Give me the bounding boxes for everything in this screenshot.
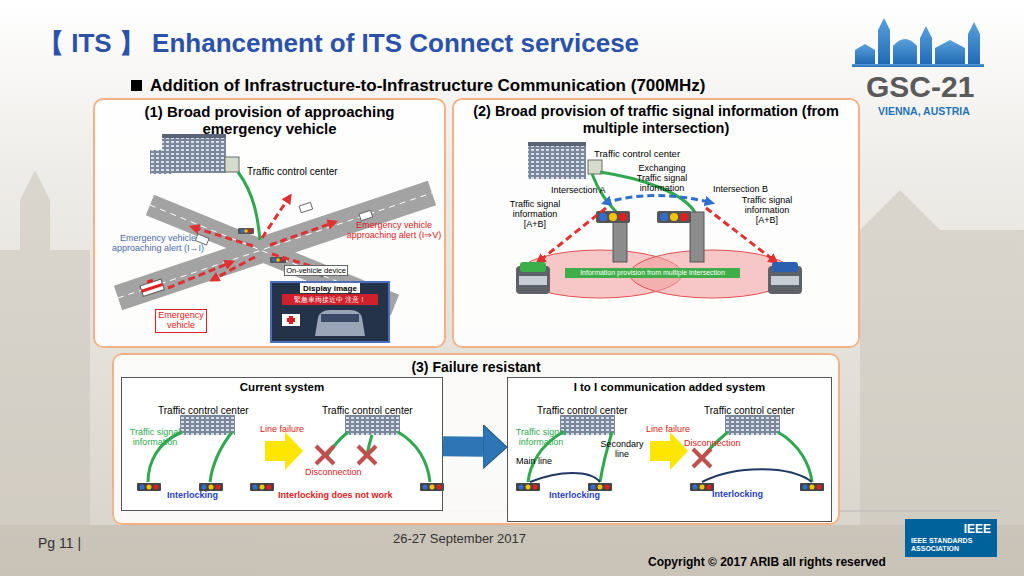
box-body: IEEE STANDARDS ASSOCIATION [905, 536, 997, 553]
slide-title: 【 ITS 】 Enhancement of ITS Connect servi… [38, 29, 639, 58]
callout-text: Traffic signal information [A+B] [735, 195, 799, 225]
copyright-note: Copyright © 2017 ARIB all rights reserve… [648, 556, 886, 569]
box-heading: (3) Failure resistant [114, 355, 838, 375]
box-heading: (1) Broad provision of approaching emerg… [95, 100, 444, 138]
callout-text: Traffic control center [704, 405, 795, 416]
panel3-illustration [137, 415, 824, 491]
callout-text: Interlocking [167, 490, 218, 500]
vienna-skyline [852, 18, 984, 67]
coverage-band: Information provision from multiple inte… [565, 268, 740, 278]
panel-box: (2) Broad provision of traffic signal in… [452, 98, 860, 348]
logo-text: GSC-21 [866, 70, 974, 104]
callout-text: Emergency vehicle approaching alert (I→I… [106, 233, 210, 253]
box-heading: (2) Broad provision of traffic signal in… [454, 100, 858, 136]
panel2-illustration [516, 142, 802, 298]
callout-text: Traffic signal information [123, 427, 187, 447]
system-box: I to I communication added system [507, 377, 832, 522]
callout-text: Traffic control center [537, 405, 628, 416]
callout-text: Traffic control center [247, 166, 338, 177]
box-heading: I to I communication added system [508, 378, 831, 393]
vehicle-label-box: Emergency vehicle [155, 309, 207, 333]
box-heading: IEEE [905, 519, 997, 536]
box-heading: Display image [272, 283, 388, 293]
callout-text: Interlocking [712, 489, 763, 499]
callout-text: Traffic control center [158, 405, 249, 416]
callout-text: Traffic signal information [509, 427, 573, 447]
box-heading: Emergency vehicle [156, 310, 206, 331]
callout-text: Line failure [260, 424, 304, 434]
transition-arrow [443, 436, 483, 457]
callout-text: Intersection B [713, 184, 768, 194]
panel-backgrounds [93, 98, 860, 525]
callout-text: Intersection A [551, 185, 606, 195]
callout-text: Interlocking does not work [278, 490, 393, 500]
display-box: Display image 緊急車両接近中 注意！ [270, 281, 390, 343]
subtitle: Addition of Infrastructure-to-Infrastruc… [150, 76, 705, 95]
box-heading: Information provision from multiple inte… [565, 268, 740, 278]
callout-text: Secondary line [596, 439, 648, 459]
callout-text: Traffic signal information [A+B] [503, 199, 567, 229]
device-label-box: On-vehicle device [284, 265, 348, 276]
logo-box: IEEEIEEE STANDARDS ASSOCIATION [905, 519, 997, 557]
callout-text: Traffic control center [594, 149, 680, 160]
callout-text: Traffic control center [322, 405, 413, 416]
callout-text: Disconnection [305, 467, 362, 477]
logo-text: VIENNA, AUSTRIA [878, 106, 970, 118]
page-number: Pg 11 | [38, 536, 81, 552]
callout-text: Interlocking [549, 490, 600, 500]
callout-text: Main line [516, 456, 552, 466]
box-heading: Current system [122, 378, 442, 393]
callout-text: Exchanging Traffic signal information [628, 163, 696, 193]
footer-date: 26-27 September 2017 [393, 532, 526, 547]
box-body: 緊急車両接近中 注意！ [272, 295, 388, 305]
callout-text: Line failure [646, 424, 690, 434]
callout-text: Emergency vehicle approaching alert (I⇒V… [346, 220, 442, 240]
box-heading: On-vehicle device [285, 266, 347, 275]
bullet-square [131, 80, 142, 91]
callout-text: Disconnection [684, 438, 741, 448]
